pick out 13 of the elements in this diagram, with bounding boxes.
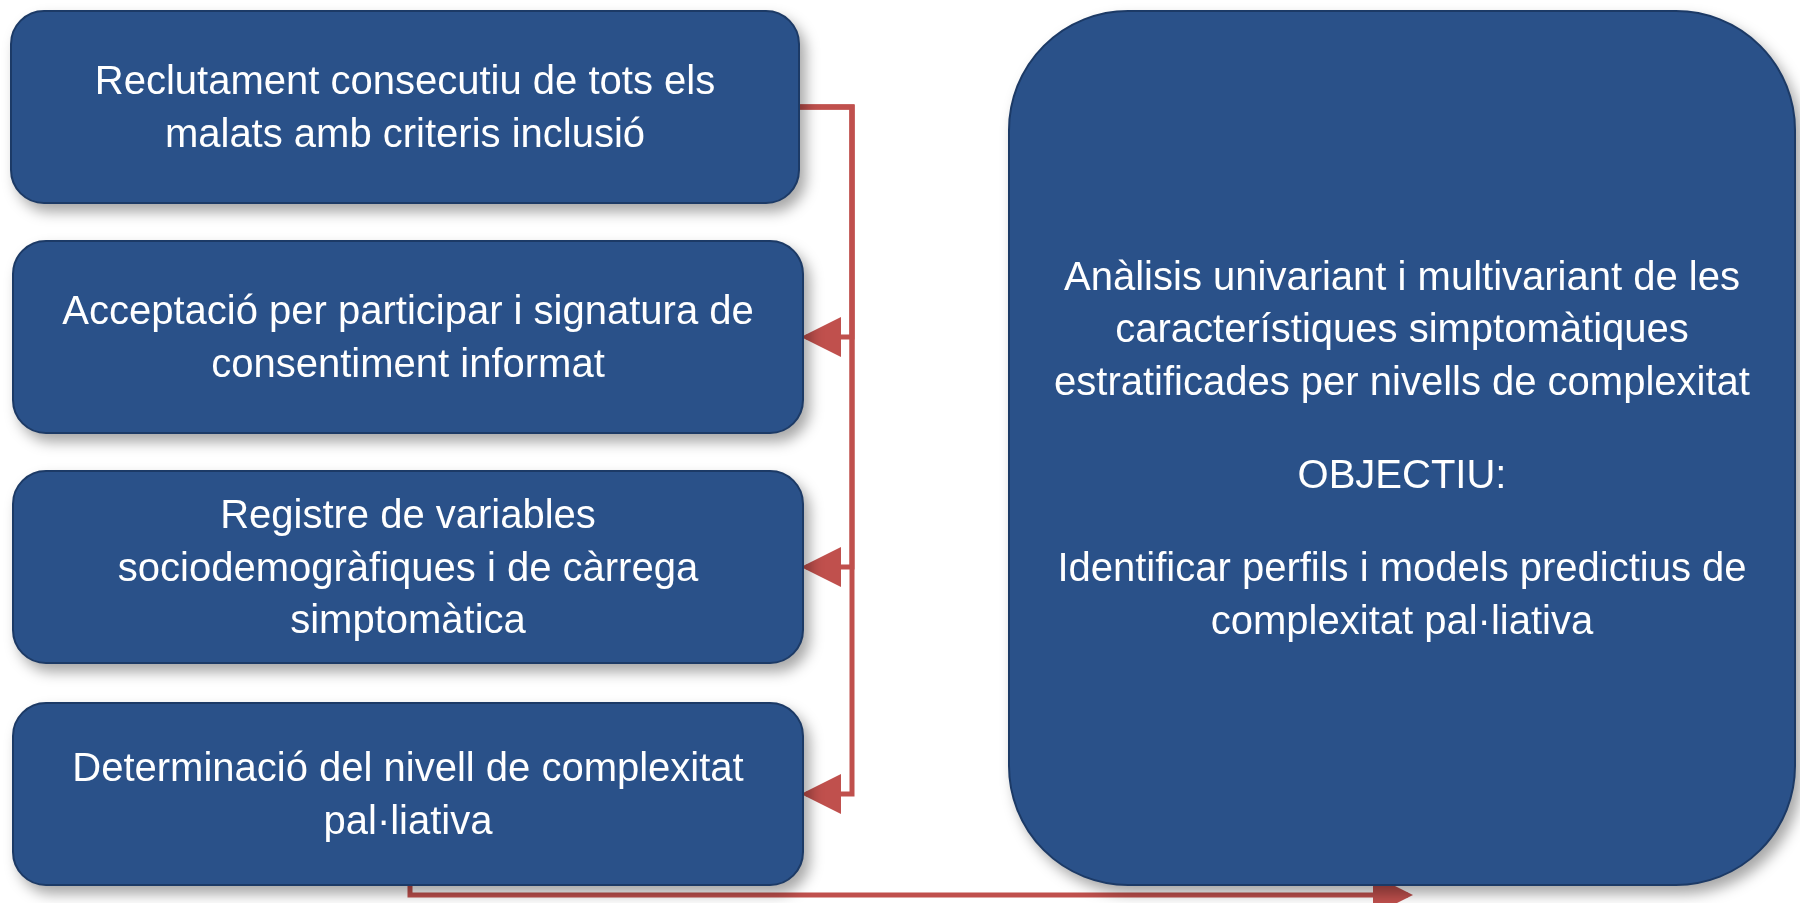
box-text: Anàlisis univariant i multivariant de les característiques simptomàtiques estratificades per nivells de complexitat <box>1053 252 1751 406</box>
box-text: OBJECTIU: <box>1297 451 1507 498</box>
process-box <box>1008 10 1796 886</box>
box-text: Registre de variables sociodemogràfiques i de càrrega simptomàtica <box>116 490 700 644</box>
box-text: Determinació del nivell de complexitat pal·liativa <box>71 744 745 844</box>
box-text: Reclutament consecutiu de tots els malats amb criteris inclusió <box>93 57 717 157</box>
arrow <box>800 104 855 814</box>
box-text: Acceptació per participar i signatura de consentiment informat <box>61 287 755 387</box>
process-box <box>12 470 804 664</box>
box-text: Identificar perfils i models predictius de complexitat pal·liativa <box>1056 543 1748 644</box>
process-box <box>10 10 800 204</box>
process-box <box>12 240 804 434</box>
process-box <box>12 702 804 886</box>
